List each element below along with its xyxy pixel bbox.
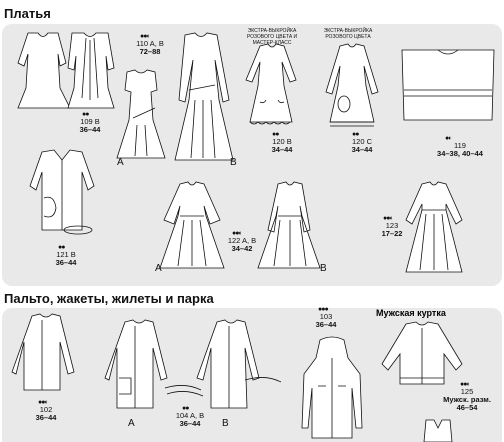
difficulty-121b: ●● [58,244,66,251]
dress-120b-illustration [245,43,297,125]
sizes-104: 36–44 [179,419,201,428]
coat-104-illustration [104,319,282,409]
difficulty-104: ●● [182,405,190,412]
mens-jacket-125-illustration [381,321,463,385]
num-109: 109 B [80,117,100,126]
sizes-109: 36–44 [79,125,101,134]
sizes-119: 34–38, 40–44 [437,149,483,158]
note-120c: ЭКСТРА-ВЫКРОЙКА РОЗОВОГО ЦВЕТА [323,28,373,40]
num-120c: 120 C [351,137,372,146]
vest-illustration [423,419,453,442]
note-120b: ЭКСТРА-ВЫКРОЙКА РОЗОВОГО ЦВЕТА И МАСТЕР-… [246,28,298,46]
sizes-120c: 34–44 [351,145,373,154]
dress-122-illustration [159,181,321,269]
num-123: 123 [385,221,399,230]
label-120b: 120 B 34–44 [262,138,302,154]
num-102: 102 [39,405,53,414]
label-103: 103 36–44 [306,313,346,329]
dress-123-illustration [405,181,463,273]
label-123: 123 17–22 [376,222,408,238]
label-125: 125 Мужск. разм. 46–54 [430,388,504,412]
sizes-120b: 34–44 [271,145,293,154]
label-109: 109 B 36–44 [70,118,110,134]
label-121b: 121 B 36–44 [46,251,86,267]
variant-b-110: B [230,157,237,168]
label-110: 110 A, B 72–88 [128,40,172,56]
label-104: 104 A, B 36–44 [168,412,212,428]
variant-b-104: B [222,418,229,429]
section-title-dresses: Платья [4,6,51,21]
difficulty-120b: ●● [272,131,280,138]
difficulty-125: ●●◐ [460,381,471,388]
label-122: 122 A, B 34–42 [220,237,264,253]
mens-jacket-title: Мужская куртка [376,308,446,318]
difficulty-110: ●●◐ [140,33,151,40]
difficulty-123: ●●◐ [383,215,394,222]
difficulty-103: ●●● [318,306,329,313]
sizes-122: 34–42 [231,244,253,253]
variant-a-122: A [155,263,162,274]
num-122: 122 A, B [227,236,257,245]
sizes-121b: 36–44 [55,258,77,267]
label-102: 102 36–44 [26,406,66,422]
variant-a-104: A [128,418,135,429]
difficulty-109: ●● [82,111,90,118]
num-104: 104 A, B [175,411,205,420]
variant-b-122: B [320,263,327,274]
num-120b: 120 B [272,137,292,146]
dress-109-illustration [17,32,115,109]
sizes-110: 72–88 [139,47,161,56]
dress-121b-illustration [29,149,95,235]
num-121b: 121 B [56,250,76,259]
label-119: 119 34–38, 40–44 [420,142,500,158]
dress-119-illustration [401,49,495,121]
variant-a-110: A [117,157,124,168]
dress-110-illustration [116,32,234,161]
sizes-123: 17–22 [381,229,403,238]
parka-103-illustration [301,336,363,439]
dress-120c-illustration [325,43,379,127]
label-120c: 120 C 34–44 [342,138,382,154]
section-title-coats: Пальто, жакеты, жилеты и парка [4,291,214,306]
difficulty-120c: ●● [352,131,360,138]
num-119: 119 [454,141,466,150]
sizes-103: 36–44 [315,320,337,329]
difficulty-119: ●◐ [445,135,453,142]
sizes-102: 36–44 [35,413,57,422]
difficulty-102: ●●◐ [38,399,49,406]
difficulty-122: ●●◐ [232,230,243,237]
num-125: 125 [460,387,474,396]
num-110: 110 A, B [136,39,164,48]
coat-102-illustration [11,313,75,391]
sizes-label-125: Мужск. разм. [443,395,491,404]
sizes-125: 46–54 [456,403,478,412]
num-103: 103 [319,312,333,321]
